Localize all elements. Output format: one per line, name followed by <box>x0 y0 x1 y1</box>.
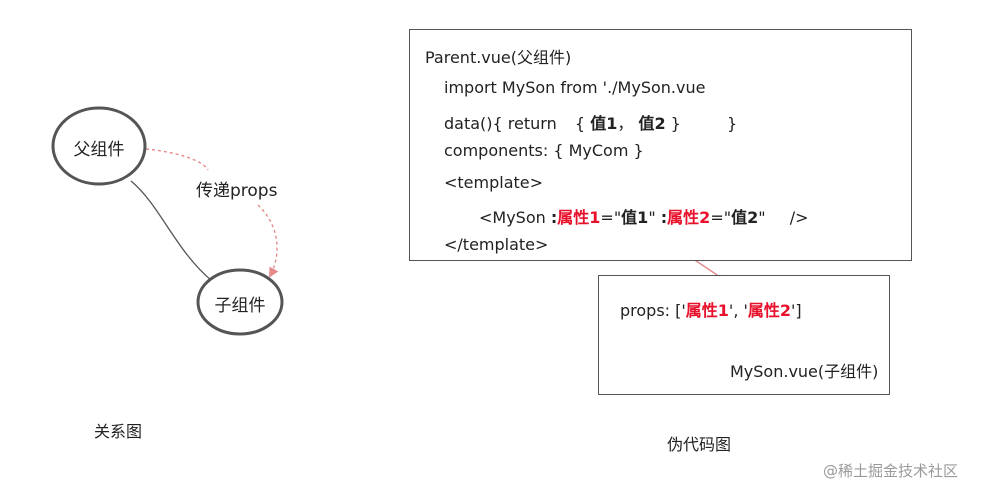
data-brace-close: } <box>670 114 681 133</box>
parent-node-circle <box>51 106 147 186</box>
child-box-footer: MySon.vue(子组件) <box>730 362 879 381</box>
myson-value-1: 值1 <box>621 208 649 227</box>
code-line-myson: <MySon :属性1="值1" :属性2="值2" /> <box>479 204 809 228</box>
data-prefix: data(){ return <box>444 114 557 133</box>
props-separator: ', ' <box>728 301 748 320</box>
myson-self-close: /> <box>789 208 809 227</box>
code-line-data: data(){ return { 值1， 值2 } } <box>444 110 737 134</box>
child-code-box <box>598 275 890 395</box>
child-node-circle <box>196 268 284 336</box>
myson-eq-2: =" <box>710 208 732 227</box>
myson-colon-2: : <box>660 208 668 227</box>
relation-link-line <box>130 180 213 282</box>
code-line-components: components: { MyCom } <box>444 141 644 160</box>
parent-code-box <box>409 29 912 261</box>
myson-quote-1: " <box>648 208 656 227</box>
data-value-1: 值1 <box>590 114 618 133</box>
myson-attr-2: 属性2 <box>667 208 711 227</box>
code-line-props: props: ['属性1', '属性2'] <box>620 297 802 321</box>
data-fn-close: } <box>727 114 738 133</box>
props-dashed-arrow <box>145 148 277 276</box>
data-comma: ， <box>617 114 634 133</box>
props-attr-2: 属性2 <box>747 301 792 320</box>
code-caption: 伪代码图 <box>667 435 732 454</box>
myson-attr-1: 属性1 <box>557 208 601 227</box>
data-brace-open: { <box>574 114 586 133</box>
child-node-label: 子组件 <box>214 296 266 316</box>
props-suffix: '] <box>791 301 802 320</box>
data-value-2: 值2 <box>638 114 666 133</box>
props-attr-1: 属性1 <box>685 301 729 320</box>
code-line-template-open: <template> <box>444 173 544 192</box>
props-prefix: props: [' <box>620 301 686 320</box>
myson-eq-1: =" <box>600 208 622 227</box>
watermark: @稀土掘金技术社区 <box>823 462 959 480</box>
edge-label: 传递props <box>196 181 278 201</box>
parent-box-title: Parent.vue(父组件) <box>425 48 572 67</box>
myson-quote-2: " <box>758 208 766 227</box>
myson-value-2: 值2 <box>731 208 759 227</box>
myson-colon-1: : <box>550 208 558 227</box>
parent-node-label: 父组件 <box>73 140 125 160</box>
code-line-import: import MySon from './MySon.vue <box>444 78 706 97</box>
relation-caption: 关系图 <box>94 422 143 441</box>
code-line-template-close: </template> <box>444 235 549 254</box>
myson-tag: <MySon <box>479 208 546 227</box>
